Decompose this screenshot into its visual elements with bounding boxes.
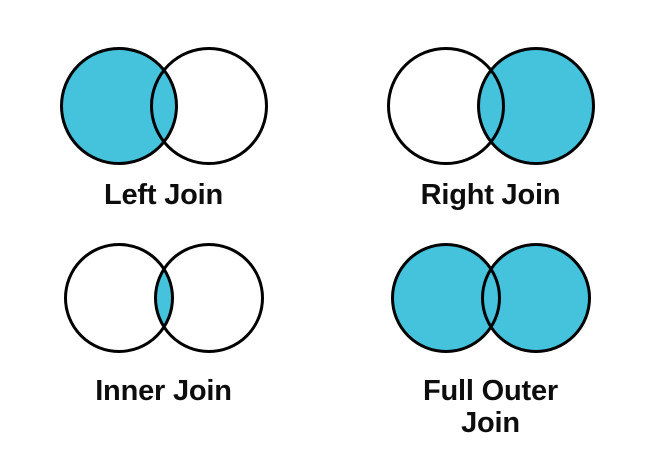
right-circle-outline — [149, 47, 268, 165]
venn-graphic-full-outer-join — [390, 243, 591, 353]
right-circle-fill — [151, 48, 266, 164]
right-circle-outline — [480, 243, 591, 353]
left-circle-outline — [59, 47, 178, 165]
left-circle-outline — [386, 47, 505, 165]
left-circle-fill — [61, 48, 176, 164]
left-circle-outline — [390, 243, 501, 353]
venn-graphic-right-join — [386, 47, 595, 165]
panel-right-join: Right Join — [327, 0, 654, 227]
venn-right-join — [386, 45, 595, 167]
venn-full-outer-join — [387, 237, 595, 359]
right-circle-fill — [482, 244, 589, 352]
panel-full-outer-join: Full Outer Join — [327, 227, 654, 474]
panel-inner-join: Inner Join — [0, 227, 327, 474]
right-circle-fill — [155, 244, 262, 352]
venn-graphic-inner-join — [63, 243, 264, 353]
venn-graphic-left-join — [59, 47, 268, 165]
venn-inner-join — [60, 237, 268, 359]
panel-left-join: Left Join — [0, 0, 327, 227]
venn-left-join — [59, 45, 268, 167]
caption-right-join: Right Join — [420, 179, 561, 211]
right-circle-fill — [478, 48, 593, 164]
caption-inner-join: Inner Join — [95, 375, 232, 407]
caption-left-join: Left Join — [103, 179, 224, 211]
right-circle-outline — [476, 47, 595, 165]
left-circle-fill — [65, 244, 172, 352]
caption-full-outer-join: Full Outer Join — [423, 375, 558, 440]
left-circle-outline — [63, 243, 174, 353]
left-circle-fill — [388, 48, 503, 164]
right-circle-outline — [153, 243, 264, 353]
left-circle-fill — [392, 244, 499, 352]
